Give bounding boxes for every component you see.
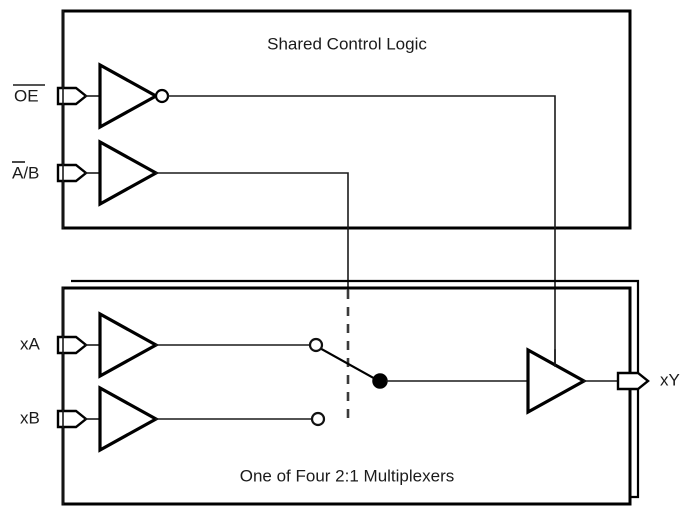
ab-pin-label: A/B [12,163,39,182]
net-ab-select [155,172,349,291]
xy-pin-label: xY [660,370,680,389]
gate-oe-inverter [85,62,170,130]
input-pin-oe[interactable]: OE [13,84,88,106]
switch-contact-a-icon[interactable] [308,337,324,353]
gate-xa-buffer [85,311,311,379]
net-oe-enable [167,95,556,382]
switch-contact-b-icon[interactable] [310,411,326,427]
mux-switch[interactable] [308,337,388,427]
block-shared-control-logic: Shared Control Logic [61,9,632,230]
gate-output-buffer [526,347,619,415]
output-pin-xy[interactable]: xY [616,370,680,391]
ab-pin-connector[interactable] [56,163,88,183]
xb-pin-connector[interactable] [56,409,88,429]
oe-pin-label: OE [14,86,39,105]
ab-buffer-triangle [98,139,160,207]
gate-xb-buffer [85,385,313,453]
xa-buffer-triangle [98,311,160,379]
gate-ab-buffer [85,139,160,207]
xa-pin-connector[interactable] [56,335,88,355]
shared-control-logic-label: Shared Control Logic [267,34,427,53]
oe-inverter-triangle [98,62,160,130]
multiplexer-label: One of Four 2:1 Multiplexers [240,466,454,485]
input-pin-xa[interactable]: xA [20,334,88,355]
switch-blade[interactable] [314,344,381,383]
xa-pin-label: xA [20,334,41,353]
input-pin-ab[interactable]: A/B [12,161,88,183]
output-buffer-triangle [526,347,588,415]
switch-common-node-icon [372,373,388,389]
oe-pin-connector[interactable] [56,86,88,106]
oe-inverter-bubble [154,88,170,104]
xy-pin-connector[interactable] [616,371,650,391]
xb-buffer-triangle [98,385,160,453]
input-pin-xb[interactable]: xB [20,408,88,429]
xb-pin-label: xB [20,408,40,427]
